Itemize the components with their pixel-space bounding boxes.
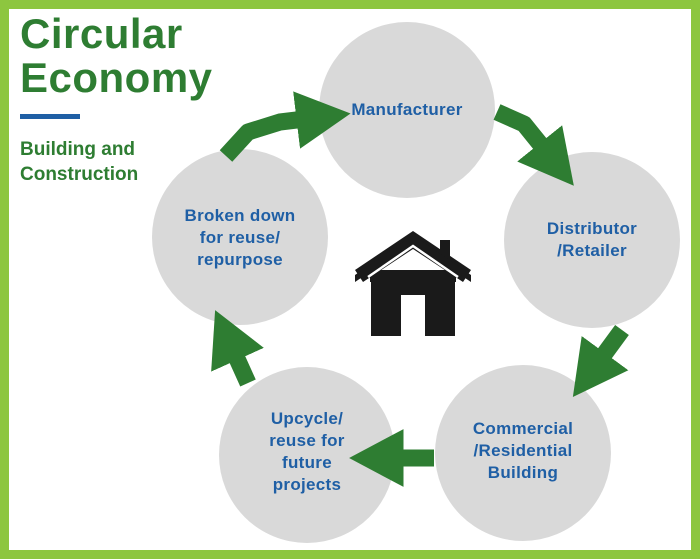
- node-label-broken-down: Broken down for reuse/ repurpose: [152, 203, 328, 273]
- page-title: Circular Economy: [20, 12, 213, 100]
- node-circle-broken-down: [152, 149, 328, 325]
- manufacturer-line-1: Manufacturer: [351, 100, 463, 119]
- node-label-upcycle: Upcycle/ reuse for future projects: [219, 403, 395, 501]
- node-circle-distributor: [504, 152, 680, 328]
- building-line-2: /Residential: [473, 441, 573, 460]
- node-label-distributor: Distributor /Retailer: [504, 210, 680, 270]
- title-line-2: Economy: [20, 54, 213, 101]
- upcycle-line-3: future: [282, 453, 332, 472]
- arrow-broken-down-to-manufacturer: [219, 91, 351, 162]
- node-circle-manufacturer: [319, 22, 495, 198]
- building-line-1: Commercial: [472, 419, 574, 438]
- broken-down-line-1: Broken down: [184, 206, 296, 225]
- upcycle-line-4: projects: [272, 475, 342, 494]
- title-line-1: Circular: [20, 10, 183, 57]
- broken-down-line-2: for reuse/: [199, 228, 281, 247]
- title-underline: [20, 114, 80, 119]
- building-line-3: Building: [487, 463, 559, 482]
- node-label-building: Commercial /Residential Building: [435, 413, 611, 489]
- upcycle-line-2: reuse for: [269, 431, 345, 450]
- arrow-distributor-to-building: [572, 324, 629, 398]
- subtitle-line-2: Construction: [20, 164, 139, 185]
- subtitle-line-1: Building and: [20, 139, 136, 160]
- node-circle-upcycle: [219, 367, 395, 543]
- arrow-upcycle-to-broken-down: [211, 310, 264, 387]
- distributor-line-1: Distributor: [546, 219, 638, 238]
- broken-down-line-3: repurpose: [197, 250, 283, 269]
- page-subtitle: Building and Construction: [20, 137, 138, 187]
- node-circle-building: [435, 365, 611, 541]
- arrow-manufacturer-to-distributor: [493, 104, 574, 186]
- distributor-line-2: /Retailer: [557, 241, 627, 260]
- upcycle-line-1: Upcycle/: [270, 409, 344, 428]
- node-label-manufacturer: Manufacturer: [319, 97, 495, 123]
- house-icon: [355, 231, 471, 336]
